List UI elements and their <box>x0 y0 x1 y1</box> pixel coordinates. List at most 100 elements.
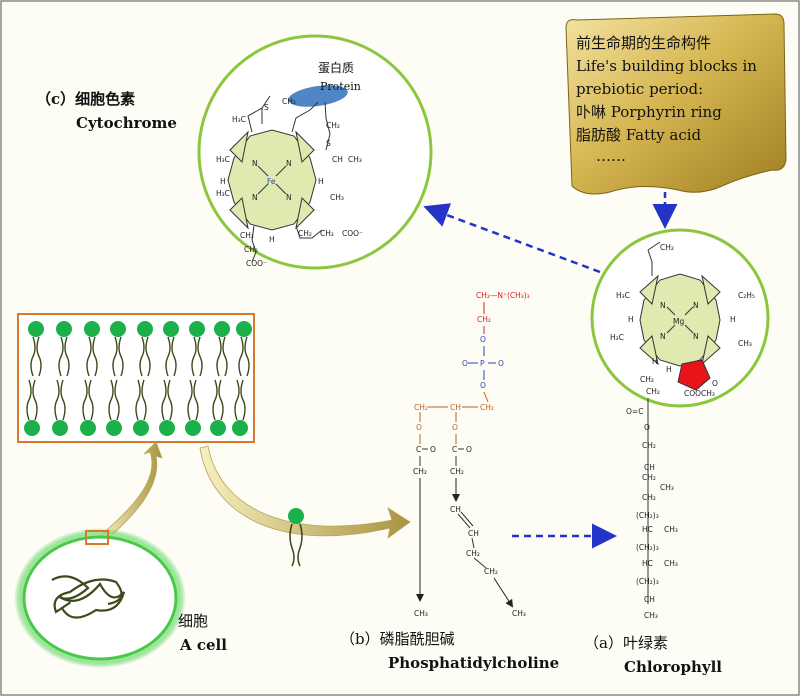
chl-n4: N <box>660 332 666 341</box>
protein-label-en: Protein <box>320 80 361 93</box>
chain-hc-a: HC <box>642 525 653 534</box>
scroll-line-3: prebiotic period: <box>576 80 703 98</box>
chl-red-pentagon <box>677 359 711 391</box>
pl-ch2-red: CH₂ <box>477 315 491 324</box>
lipid-tail <box>222 336 228 377</box>
pl-ch2-2: CH₂ <box>450 467 464 476</box>
cyt-coo-bottom: COO⁻ <box>246 259 267 268</box>
lipid-arrow <box>199 445 411 539</box>
chlorophyll-phytol-chain: O=C O CH₂ CH CH₃ CH₂ CH₂ (CH₂)₃ HC CH₃ (… <box>626 398 678 620</box>
zoom-arrow <box>99 441 163 541</box>
cytochrome-circle: 蛋白质 Protein N N N N Fe H H H H₃C S <box>197 34 433 270</box>
phospholipid-label-cn: （b）磷脂酰胆碱 <box>340 630 455 648</box>
lipid-tail <box>191 336 197 377</box>
lipid-head-top <box>236 321 252 337</box>
pl-ch3-1: CH₃ <box>414 609 428 618</box>
pl-ch2-right: CH₂ <box>480 403 494 412</box>
chl-h-bottom2: H <box>666 365 672 374</box>
pl-ch2-left: CH₂ <box>414 403 428 412</box>
lipid-tail <box>244 336 250 377</box>
pl-ch2-4: CH₂ <box>484 567 498 576</box>
pl-o-p3: O <box>480 381 486 390</box>
lipid-head-bottom <box>185 420 201 436</box>
cyt-n1: N <box>252 159 258 168</box>
cyt-h-left: H <box>220 177 226 186</box>
pl-c2: C <box>452 445 457 454</box>
lipid-tail <box>141 379 147 421</box>
cyt-n2: N <box>286 159 292 168</box>
chl-ch2-top: CH₂ <box>660 243 674 252</box>
lipid-head-top <box>137 321 153 337</box>
cytochrome-label-en: Cytochrome <box>76 114 177 132</box>
chlorophyll-label-en: Chlorophyll <box>624 658 722 676</box>
lipid-tail <box>64 336 70 377</box>
lipid-head-top <box>189 321 205 337</box>
chain-ch3-end: CH₃ <box>644 611 658 620</box>
cyt-ch-right: CH <box>332 155 343 164</box>
lipid-tail <box>88 379 94 421</box>
chl-n1: N <box>660 301 666 310</box>
scroll-line-6: …… <box>596 147 626 165</box>
phospholipid-structure: CH₂—N⁺(CH₃)₃ CH₂ O O P O O CH₂ CH CH₂ O … <box>413 291 530 618</box>
lipid-tail <box>187 379 193 421</box>
cyt-n3: N <box>286 193 292 202</box>
pl-p: P <box>480 359 485 368</box>
single-lipid <box>288 508 304 567</box>
bilayer-lipids <box>24 321 252 436</box>
lipid-head-bottom <box>52 420 68 436</box>
lipid-tail <box>197 336 203 377</box>
lipid-tail <box>60 379 66 421</box>
chl-ch3-right: CH₃ <box>738 339 752 348</box>
cytochrome-porphyrin: N N N N Fe H H H <box>220 129 324 244</box>
cyt-ch2-b: CH₂ <box>326 121 340 130</box>
lipid-tail <box>82 379 88 421</box>
chain-ch2-b: CH₂ <box>642 473 656 482</box>
chain-ch-end: CH <box>644 595 655 604</box>
lipid-tail <box>135 379 141 421</box>
pl-ch: CH <box>450 403 461 412</box>
chl-c2h5: C₂H₅ <box>738 291 755 300</box>
cell-dna <box>51 575 126 619</box>
cyt-h3c-top: H₃C <box>232 115 246 124</box>
lipid-tail <box>165 336 171 377</box>
arrow-chlorophyll-to-cytochrome <box>423 203 601 274</box>
lipid-head-bottom <box>106 420 122 436</box>
lipid-head-top <box>84 321 100 337</box>
cyt-s-right: S <box>326 139 331 148</box>
lipid-tail <box>30 336 36 377</box>
chl-h-bottom: H <box>652 357 658 366</box>
lipid-tail <box>240 379 246 421</box>
cell-label-en: A cell <box>179 636 227 654</box>
pl-o-red: O <box>480 335 486 344</box>
cytochrome-label-cn: （c）细胞色素 <box>36 90 135 108</box>
chl-h3c-left: H₃C <box>616 291 630 300</box>
chl-h-right: H <box>730 315 736 324</box>
cyt-ch3-r2: CH₃ <box>330 193 344 202</box>
pl-choline: CH₂—N⁺(CH₃)₃ <box>476 291 530 300</box>
chain-ch2: CH₂ <box>642 441 656 450</box>
cyt-h-right: H <box>318 177 324 186</box>
cyt-coo-right: COO⁻ <box>342 229 363 238</box>
lipid-tail <box>167 379 173 421</box>
chl-o: O <box>712 379 718 388</box>
lipid-head-top <box>163 321 179 337</box>
pl-c1: C <box>416 445 421 454</box>
chain-ch2-3b: (CH₂)₃ <box>636 543 659 552</box>
pl-o-left: O <box>416 423 422 432</box>
lipid-head-bottom <box>232 420 248 436</box>
scroll-banner: 前生命期的生命构件 Life's building blocks in preb… <box>565 13 787 195</box>
lipid-tail <box>36 336 42 377</box>
chain-ch2-c: CH₂ <box>642 493 656 502</box>
membrane-bilayer <box>17 313 255 443</box>
lipid-head-bottom <box>210 420 226 436</box>
pl-o-eq2: O <box>466 445 472 454</box>
lipid-head-top <box>214 321 230 337</box>
cyt-ch2-a: CH₂ <box>282 97 296 106</box>
lipid-tail <box>118 336 124 377</box>
cyt-h3c-left2: H₃C <box>216 189 230 198</box>
chain-oc: O=C <box>626 407 643 416</box>
chl-ch2b: CH₂ <box>646 387 660 396</box>
protein-blob <box>288 85 348 107</box>
chl-n3: N <box>693 332 699 341</box>
